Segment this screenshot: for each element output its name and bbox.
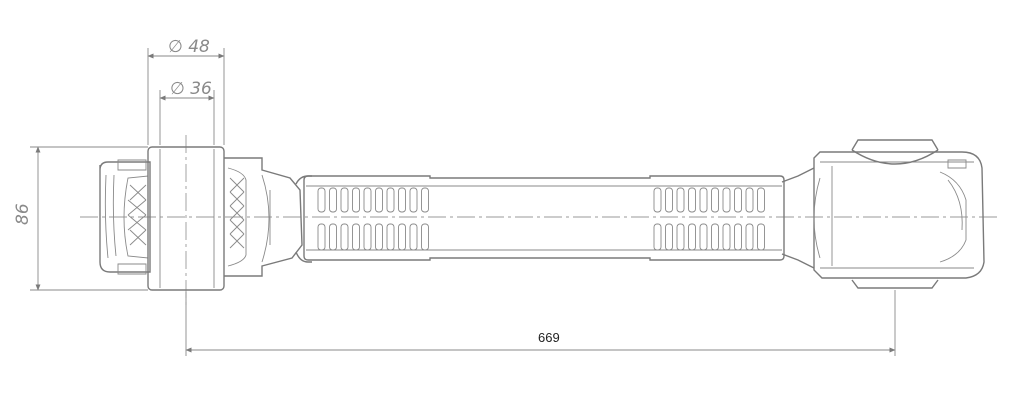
rib-slot — [363, 223, 372, 251]
left-rubber-mount — [224, 157, 303, 277]
rib-slot — [329, 187, 337, 213]
rib-slot — [421, 187, 429, 213]
rib-slot — [409, 223, 418, 251]
rib-slot — [329, 223, 337, 251]
length-label: 669 — [538, 330, 560, 345]
rib-slot — [352, 223, 360, 251]
rib-slot — [409, 187, 418, 213]
right-end-housing — [813, 139, 985, 289]
rib-slot — [340, 187, 349, 213]
rib-slot — [352, 187, 360, 213]
rib-slot — [688, 187, 696, 213]
rib-slot — [398, 187, 406, 213]
rib-slot — [734, 187, 742, 213]
rib-slot — [688, 223, 696, 251]
dimension-height: 86 — [13, 146, 148, 291]
dimension-outer-diameter: ∅ 48 — [147, 37, 225, 145]
rib-slot — [375, 187, 383, 213]
rib-slot — [653, 223, 662, 251]
rib-slot — [699, 223, 708, 251]
right-ribs — [653, 187, 765, 251]
rib-slot — [711, 187, 719, 213]
rib-slot — [653, 187, 662, 213]
rib-slot — [665, 187, 673, 213]
rib-slot — [386, 223, 395, 251]
right-neck — [781, 167, 815, 269]
bushing-sleeve — [147, 146, 225, 291]
height-label: 86 — [13, 203, 33, 225]
inner-diameter-label: ∅ 36 — [170, 79, 212, 99]
rib-slot — [676, 223, 685, 251]
rib-slot — [665, 223, 673, 251]
rib-slot — [421, 223, 429, 251]
rib-slot — [398, 223, 406, 251]
rib-slot — [676, 187, 685, 213]
rib-slot — [745, 187, 754, 213]
rib-slot — [757, 223, 765, 251]
dimension-inner-diameter: ∅ 36 — [159, 79, 215, 145]
rib-slot — [722, 223, 731, 251]
left-ribs — [317, 187, 429, 251]
rib-slot — [699, 187, 708, 213]
rib-slot — [375, 223, 383, 251]
rib-slot — [745, 223, 754, 251]
dimension-length: 669 — [185, 290, 896, 356]
rib-slot — [317, 223, 326, 251]
rib-slot — [757, 187, 765, 213]
rib-slot — [340, 223, 349, 251]
rib-slot — [317, 187, 326, 213]
rib-slot — [363, 187, 372, 213]
rib-slot — [722, 187, 731, 213]
rib-slot — [711, 223, 719, 251]
rib-slot — [734, 223, 742, 251]
outer-diameter-label: ∅ 48 — [168, 37, 210, 57]
rib-slot — [386, 187, 395, 213]
left-end-housing — [99, 159, 151, 275]
